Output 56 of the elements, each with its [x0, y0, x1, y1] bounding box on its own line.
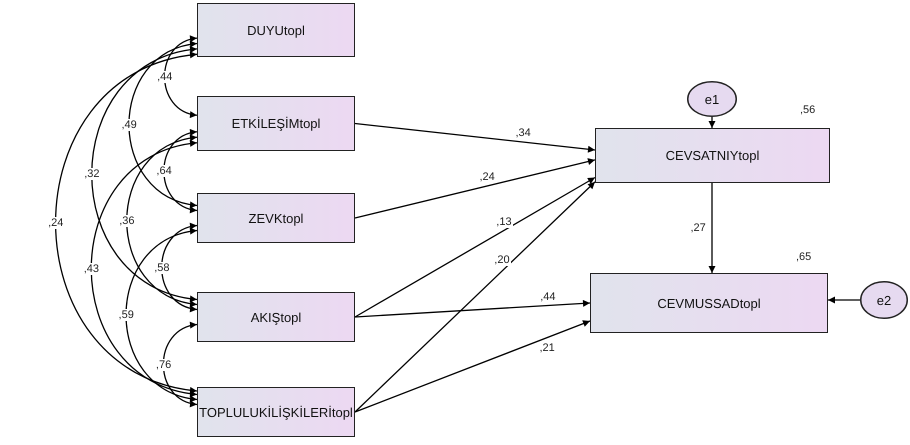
- path-arrow: [354, 122, 596, 153]
- path-arrow: [354, 176, 596, 318]
- edge-label: ,24: [478, 171, 496, 184]
- path-arrow: [354, 181, 596, 412]
- error-term-ellipse: [860, 281, 908, 319]
- edge-label: ,58: [153, 262, 171, 274]
- variable-name: ETKİLEŞİMtopl: [232, 116, 320, 131]
- edge-label: ,27: [690, 222, 707, 234]
- variable-box: [197, 387, 355, 437]
- edge-label: ,34: [514, 127, 532, 140]
- edge-label: ,21: [538, 342, 556, 354]
- covariance-arrow: [162, 322, 198, 406]
- r-squared-value: ,56: [800, 104, 816, 116]
- edge-label: ,76: [154, 358, 172, 370]
- path-arrow: [828, 296, 860, 304]
- variable-name: CEVMUSSADtopl: [657, 296, 761, 310]
- edge-label: ,59: [118, 309, 135, 321]
- r-squared-value: ,65: [796, 251, 812, 263]
- covariance-arrow: [90, 140, 198, 396]
- edge-label: ,49: [120, 118, 138, 130]
- variable-name: AKIŞtopl: [250, 310, 302, 324]
- variable-box: [197, 96, 355, 151]
- variable-name: e1: [704, 92, 720, 106]
- covariance-arrow: [128, 42, 198, 208]
- edge-label: ,44: [539, 290, 556, 303]
- variable-box: [197, 292, 355, 342]
- variable-box: [197, 3, 355, 57]
- covariance-arrow: [161, 224, 198, 312]
- covariance-arrow: [91, 47, 198, 302]
- edge-label: ,44: [156, 70, 174, 83]
- variable-box: [197, 193, 355, 243]
- variable-name: DUYUtopl: [247, 22, 305, 38]
- path-arrow: [354, 158, 596, 219]
- path-arrow: [354, 320, 590, 413]
- path-arrow: [708, 183, 716, 273]
- path-arrow: [708, 117, 716, 128]
- covariance-arrow: [126, 135, 198, 306]
- covariance-arrow: [163, 130, 198, 212]
- covariance-arrow: [126, 228, 198, 402]
- edge-label: ,36: [118, 214, 136, 227]
- error-term-ellipse: [687, 81, 737, 117]
- edge-label: ,24: [47, 216, 64, 229]
- covariance-arrow: [164, 36, 198, 118]
- variable-name: ZEVKtopl: [248, 210, 304, 226]
- edge-label: ,13: [495, 216, 513, 228]
- edge-label: ,32: [83, 168, 101, 180]
- edge-label: ,64: [155, 165, 173, 178]
- variable-box: [590, 273, 828, 333]
- variable-box: [595, 128, 830, 183]
- edge-label: ,20: [493, 254, 511, 266]
- edge-label: ,43: [82, 262, 100, 275]
- variable-name: TOPLULUKİLİŞKİLERİtopl: [199, 404, 353, 420]
- covariance-arrow: [55, 52, 198, 393]
- variable-name: e2: [876, 292, 892, 308]
- variable-name: CEVSATNIYtopl: [666, 148, 760, 163]
- path-arrow: [354, 300, 590, 318]
